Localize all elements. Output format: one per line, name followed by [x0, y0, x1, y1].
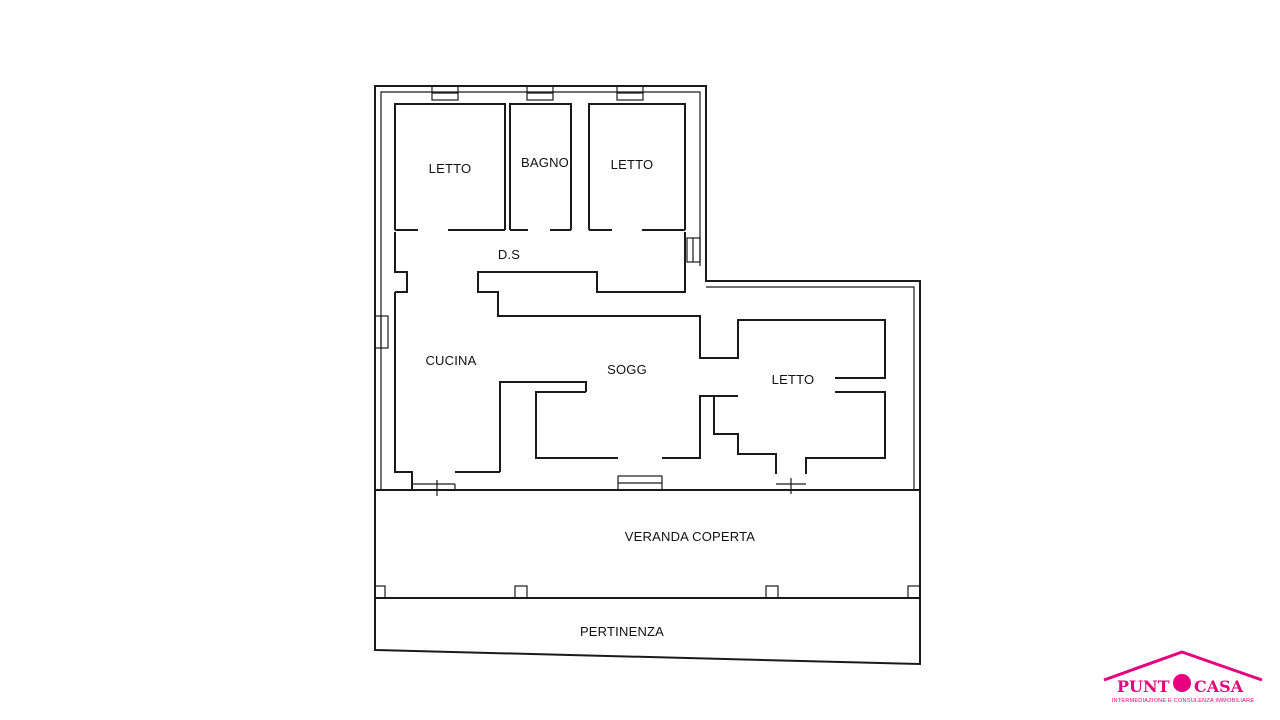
brand-logo: PUNT CASA INTERMEDIAZIONE E CONSULENZA I…	[1103, 650, 1263, 704]
label-veranda: VERANDA COPERTA	[625, 529, 756, 544]
label-ds: D.S	[498, 247, 520, 262]
label-letto-right: LETTO	[772, 372, 815, 387]
label-cucina: CUCINA	[425, 353, 476, 368]
side-window-top-right	[686, 237, 701, 263]
room-letto-right-walls	[805, 391, 886, 474]
label-sogg: SOGG	[607, 362, 647, 377]
room-letto-center-walls	[588, 103, 686, 231]
label-pertinenza: PERTINENZA	[580, 624, 664, 639]
outer-walls	[374, 85, 921, 490]
side-window-left	[374, 315, 389, 349]
veranda-outline	[374, 490, 921, 599]
logo-roof	[1103, 650, 1263, 682]
room-bagno-walls	[509, 103, 572, 231]
logo-circle	[1173, 674, 1191, 692]
logo-word-right: CASA	[1194, 677, 1244, 696]
house-bottom-wall	[375, 475, 920, 496]
top-windows	[431, 85, 644, 101]
room-sogg-walls	[535, 391, 777, 474]
label-letto-center: LETTO	[611, 157, 654, 172]
label-bagno: BAGNO	[521, 155, 569, 170]
room-cucina-walls	[394, 292, 587, 490]
label-letto-left: LETTO	[429, 161, 472, 176]
corridor-walls	[394, 232, 886, 379]
logo-tagline: INTERMEDIAZIONE E CONSULENZA IMMOBILIARE	[1112, 698, 1255, 704]
room-letto-left-walls	[394, 103, 506, 231]
pertinenza-outline	[374, 598, 921, 666]
logo-word-left: PUNT	[1117, 677, 1170, 696]
